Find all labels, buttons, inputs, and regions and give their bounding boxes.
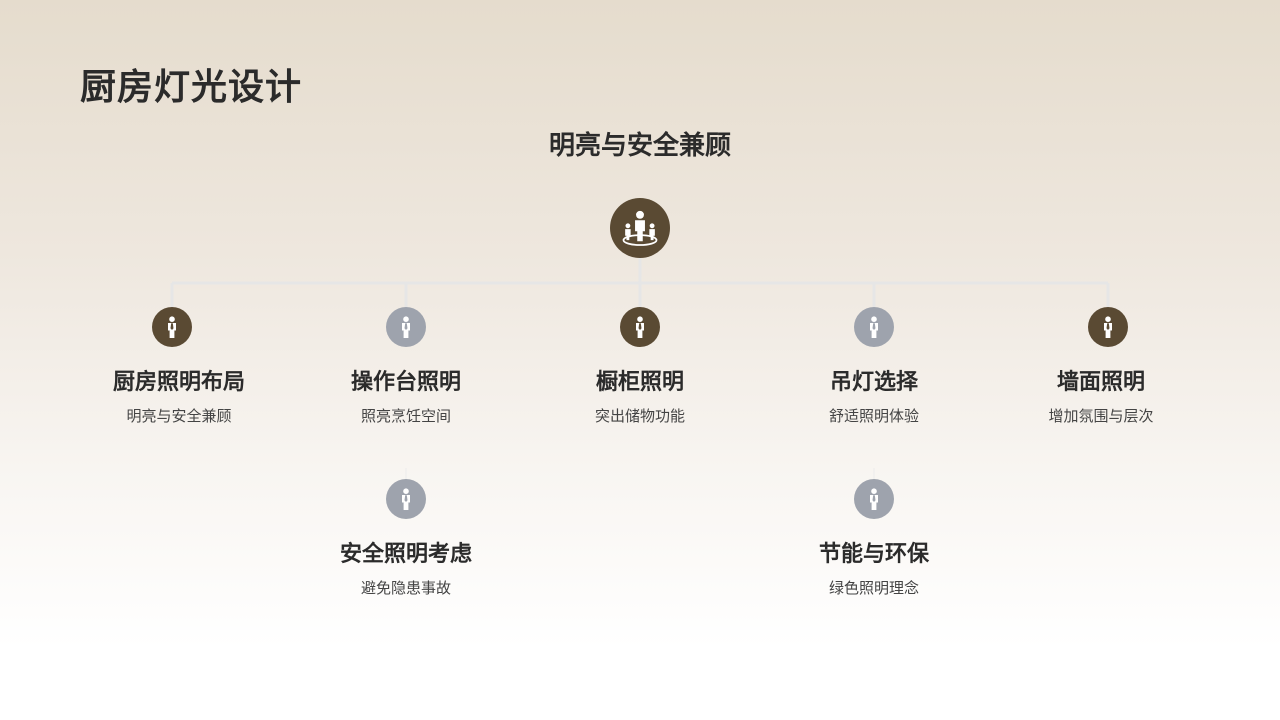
node-3-person-icon <box>620 307 660 347</box>
node-2-subtitle: 照亮烹饪空间 <box>360 407 451 425</box>
node-7-subtitle: 绿色照明理念 <box>828 579 919 597</box>
node-7-title: 节能与环保 <box>818 542 929 567</box>
node-6-subtitle: 避免隐患事故 <box>360 579 451 597</box>
node-3-title: 橱柜照明 <box>595 370 684 395</box>
node-6-person-icon <box>386 479 426 519</box>
root-label: 明亮与安全兼顾 <box>548 131 731 161</box>
node-6-title: 安全照明考虑 <box>339 542 472 567</box>
node-7-person-icon <box>854 479 894 519</box>
node-4-title: 吊灯选择 <box>829 370 918 395</box>
node-1-subtitle: 明亮与安全兼顾 <box>126 407 232 425</box>
node-1-title: 厨房照明布局 <box>112 370 245 395</box>
node-4-subtitle: 舒适照明体验 <box>828 407 919 425</box>
node-5-person-icon <box>1088 307 1128 347</box>
node-1-person-icon <box>152 307 192 347</box>
slide-title: 厨房灯光设计 <box>80 67 303 108</box>
node-4-person-icon <box>854 307 894 347</box>
node-5-title: 墙面照明 <box>1056 370 1145 395</box>
node-5-subtitle: 增加氛围与层次 <box>1048 407 1154 425</box>
node-3-subtitle: 突出储物功能 <box>594 407 685 425</box>
node-2-person-icon <box>386 307 426 347</box>
root-people-group-icon <box>610 198 670 258</box>
node-2-title: 操作台照明 <box>350 370 461 395</box>
